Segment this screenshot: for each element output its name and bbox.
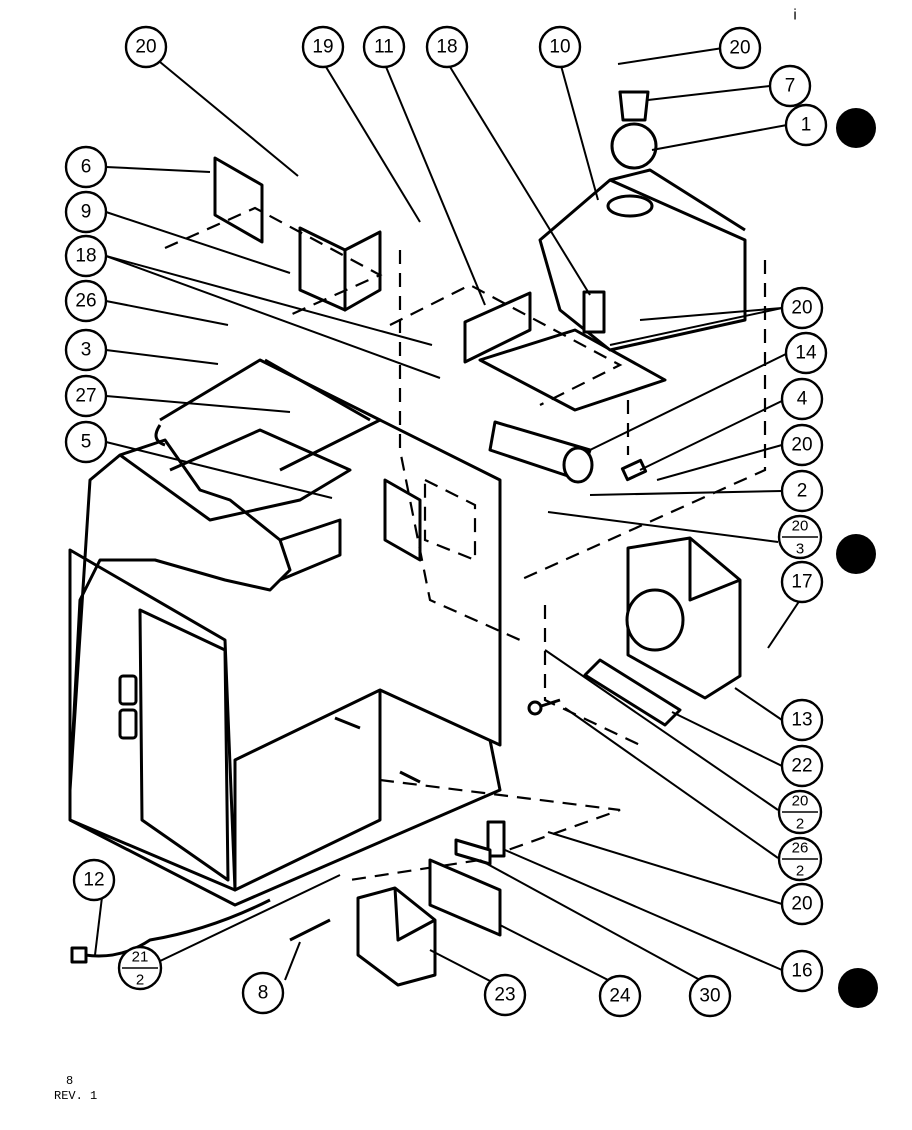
cabinet-base [68, 358, 502, 907]
svg-text:6: 6 [81, 157, 92, 178]
registration-dot-bottom [838, 968, 878, 1008]
callout-24: 24 [598, 974, 642, 1018]
callout-18-left: 18 [64, 234, 108, 278]
svg-text:22: 22 [791, 756, 812, 777]
callout-20-top-right: 20 [718, 26, 762, 70]
svg-text:3: 3 [796, 541, 804, 558]
callout-20a: 20 [124, 25, 168, 69]
svg-text:16: 16 [791, 961, 812, 982]
callout-16: 16 [780, 949, 824, 993]
callout-9: 9 [64, 190, 108, 234]
callout-27: 27 [64, 374, 108, 418]
svg-text:13: 13 [791, 710, 812, 731]
fraction-callout-20-3: 20 3 [777, 514, 823, 560]
svg-text:3: 3 [81, 340, 92, 361]
revision-label: REV. 1 [54, 1089, 98, 1103]
svg-text:11: 11 [374, 37, 394, 58]
svg-text:20: 20 [791, 298, 812, 319]
callout-5: 5 [64, 420, 108, 464]
svg-text:2: 2 [797, 481, 808, 502]
callout-23: 23 [483, 973, 527, 1017]
callout-6: 6 [64, 145, 108, 189]
callout-19: 19 [301, 25, 345, 69]
upper-assemblies [164, 90, 767, 882]
svg-text:20: 20 [792, 518, 809, 535]
callout-14: 14 [784, 331, 828, 375]
svg-text:2: 2 [796, 863, 804, 880]
svg-text:26: 26 [75, 291, 96, 312]
callout-26: 26 [64, 279, 108, 323]
svg-text:21: 21 [132, 949, 149, 966]
svg-text:27: 27 [75, 386, 96, 407]
svg-text:8: 8 [258, 983, 269, 1004]
svg-text:9: 9 [81, 202, 92, 223]
svg-text:18: 18 [75, 246, 96, 267]
page-number: 8 [66, 1074, 74, 1088]
svg-text:20: 20 [791, 435, 812, 456]
svg-text:10: 10 [549, 37, 570, 58]
fraction-callout-21-2: 21 2 [117, 945, 163, 991]
callout-22: 22 [780, 744, 824, 788]
svg-text:1: 1 [801, 115, 812, 136]
svg-text:14: 14 [795, 343, 817, 364]
svg-text:26: 26 [792, 840, 809, 857]
svg-text:4: 4 [797, 389, 808, 410]
callout-4: 4 [780, 377, 824, 421]
svg-text:20: 20 [135, 37, 156, 58]
callout-18-top: 18 [425, 25, 469, 69]
svg-text:20: 20 [791, 894, 812, 915]
callout-12: 12 [72, 858, 116, 902]
svg-text:2: 2 [136, 972, 144, 989]
svg-text:19: 19 [312, 37, 333, 58]
leader-lines [94, 47, 801, 983]
svg-text:7: 7 [785, 76, 796, 97]
callout-8: 8 [241, 971, 285, 1015]
callout-20-right-lower: 20 [780, 882, 824, 926]
callout-11: 11 [362, 25, 406, 69]
svg-text:30: 30 [699, 986, 720, 1007]
corner-mark: i [793, 7, 796, 24]
callout-20-right-upper: 20 [780, 286, 824, 330]
fraction-callout-26-2: 26 2 [777, 836, 823, 882]
svg-text:18: 18 [436, 37, 457, 58]
svg-text:5: 5 [81, 432, 92, 453]
callout-30: 30 [688, 974, 732, 1018]
callout-10: 10 [538, 25, 582, 69]
svg-text:20: 20 [729, 38, 750, 59]
callout-13: 13 [780, 698, 824, 742]
svg-text:12: 12 [83, 870, 104, 891]
callout-2: 2 [780, 469, 824, 513]
svg-text:2: 2 [796, 816, 804, 833]
registration-dot-middle [836, 534, 876, 574]
svg-text:23: 23 [494, 985, 515, 1006]
svg-text:17: 17 [791, 572, 812, 593]
lower-assemblies [70, 536, 742, 987]
callout-17: 17 [780, 560, 824, 604]
callout-3: 3 [64, 328, 108, 372]
svg-text:24: 24 [609, 986, 631, 1007]
fraction-callout-20-2: 20 2 [777, 789, 823, 835]
callout-1: 1 [784, 103, 828, 147]
callout-20-right-mid: 20 [780, 423, 824, 467]
callout-7: 7 [768, 64, 812, 108]
svg-text:20: 20 [792, 793, 809, 810]
registration-dot-top [836, 108, 876, 148]
